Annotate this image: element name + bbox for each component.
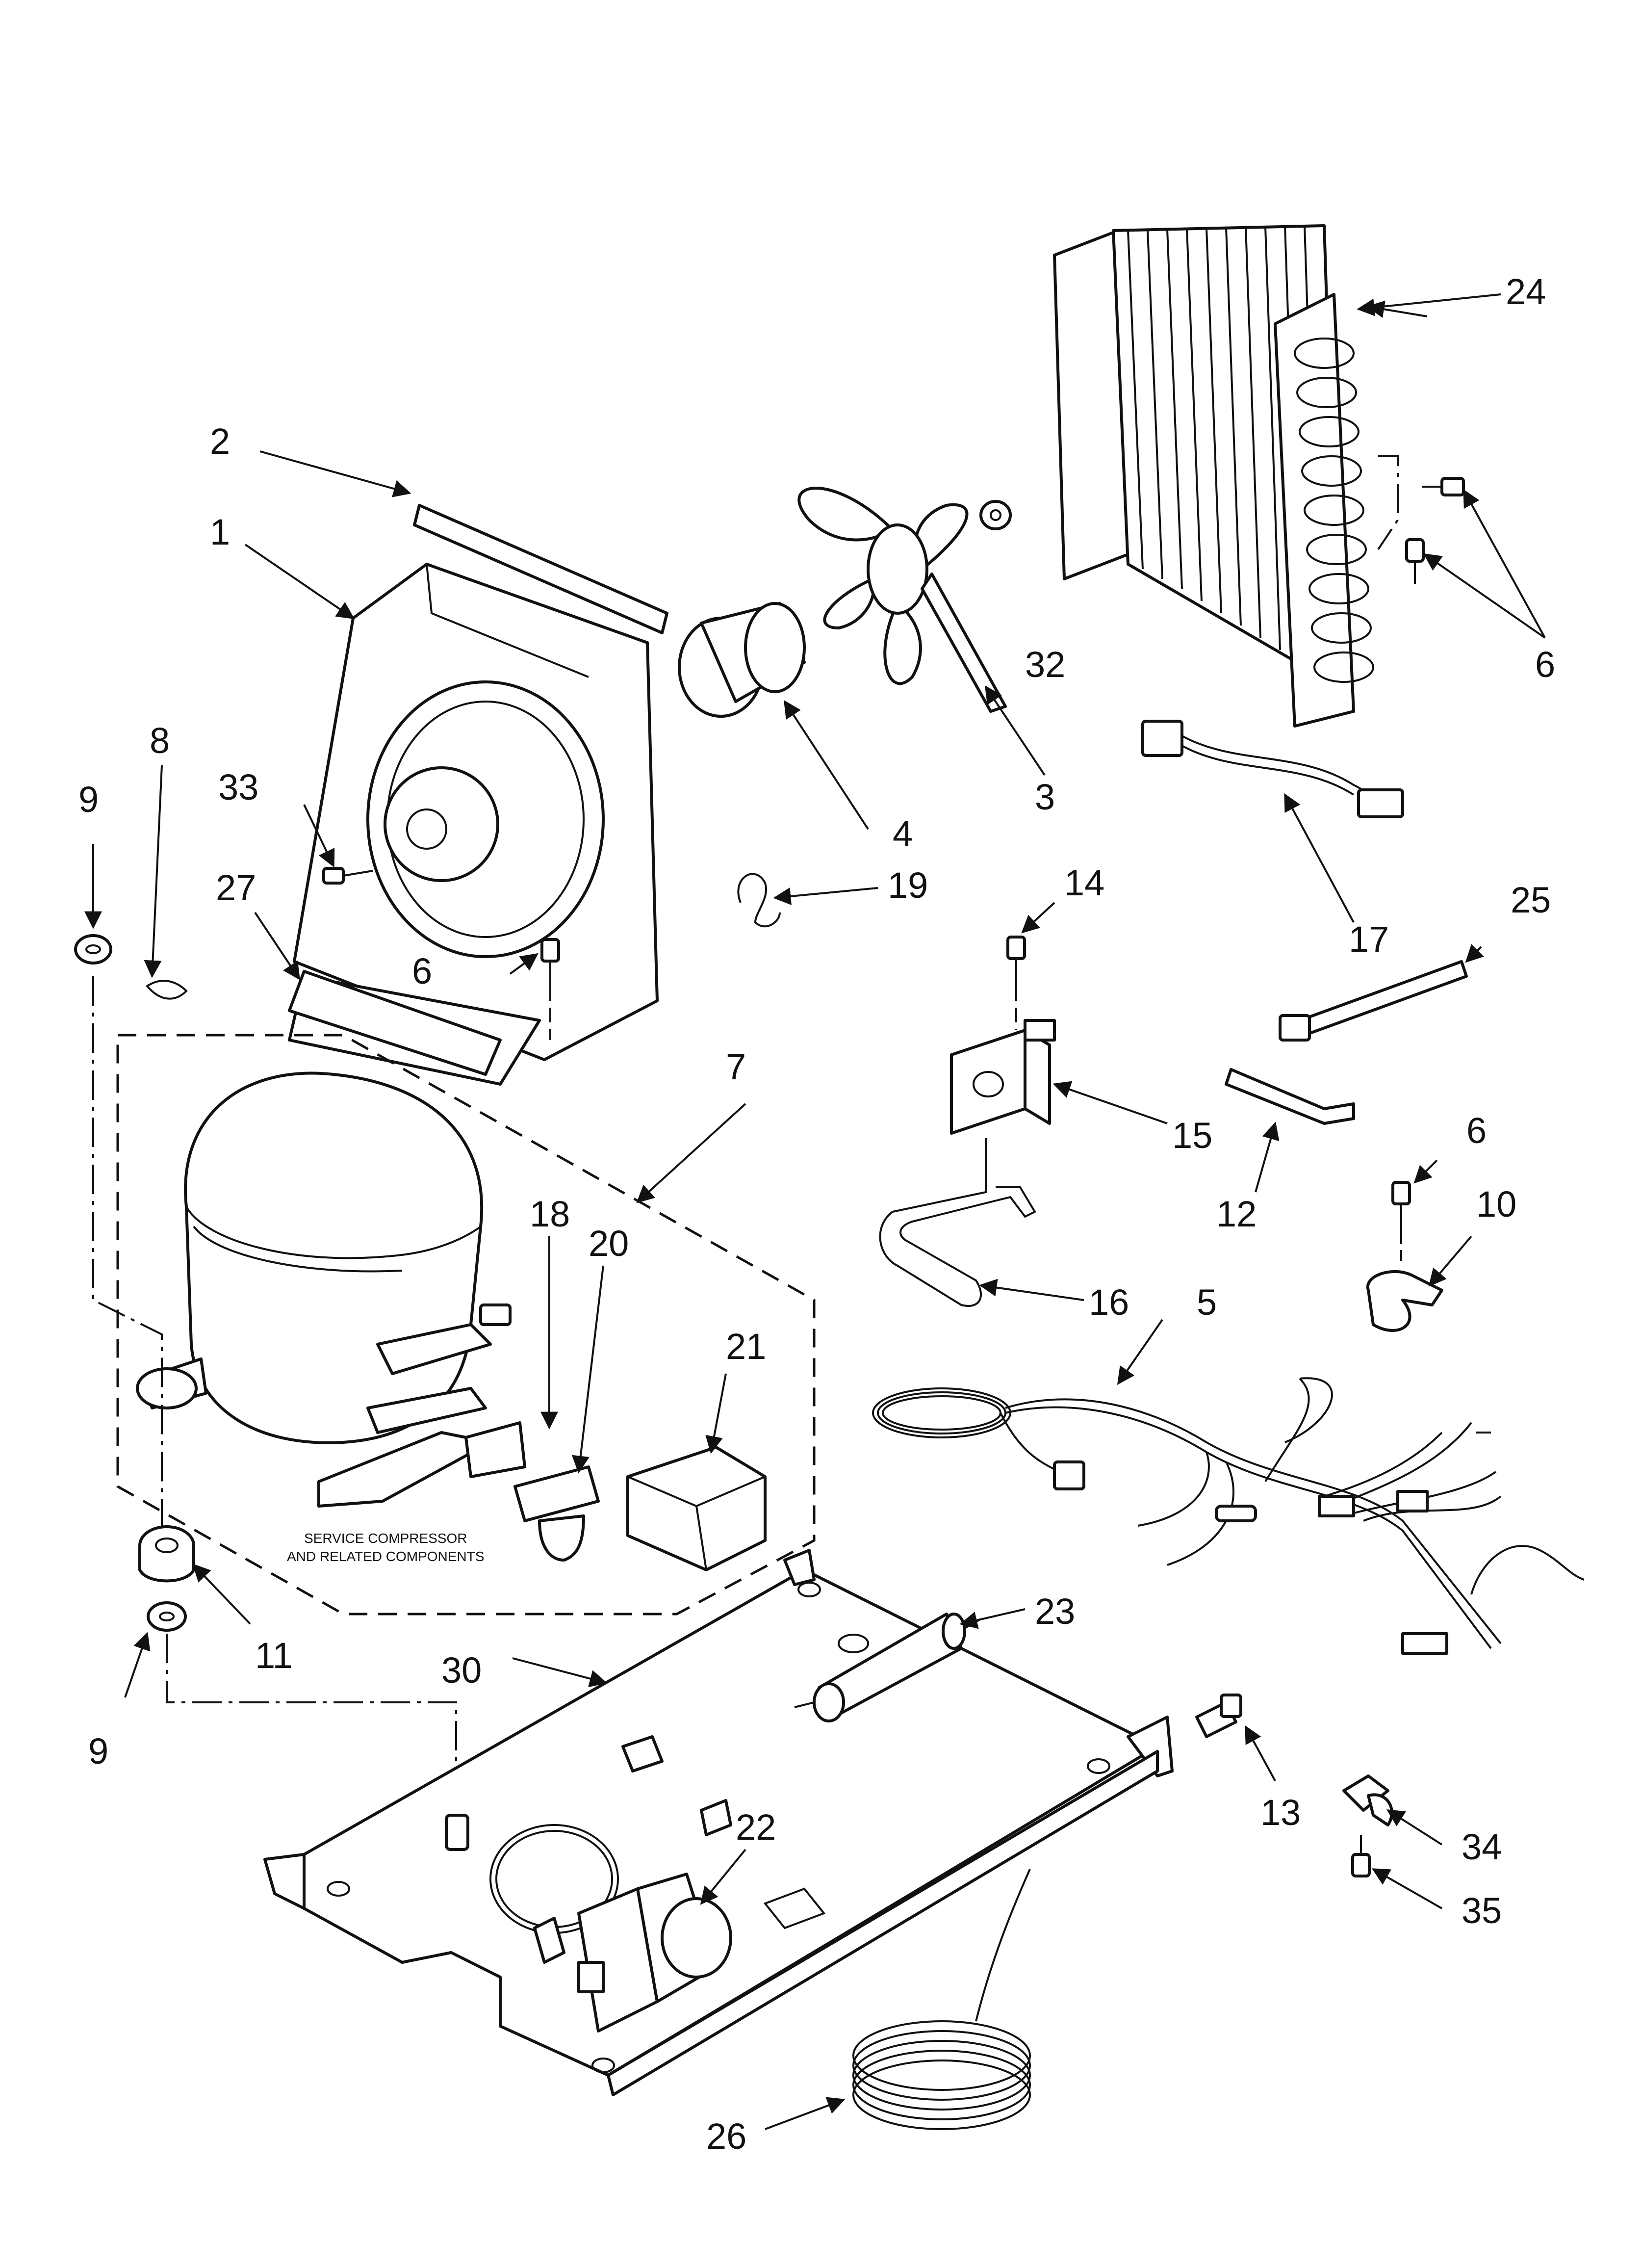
wiring-harness [872, 1377, 1585, 1655]
fan-bracket [413, 504, 668, 634]
callout-1: 1 [210, 512, 230, 552]
callout-25: 25 [1511, 880, 1551, 920]
callout-13: 13 [1260, 1792, 1301, 1833]
callout-8: 8 [150, 720, 170, 761]
cable-tie [1279, 960, 1468, 1042]
callout-9b: 9 [88, 1731, 108, 1772]
screw-icon [1351, 1835, 1371, 1877]
callout-6b: 6 [412, 951, 432, 991]
screw-icon [1195, 1694, 1242, 1738]
callout-17: 17 [1349, 919, 1389, 960]
water-valve [577, 1873, 732, 2033]
callout-3: 3 [1035, 777, 1055, 817]
baffle [288, 970, 502, 1076]
mount-icon [445, 1814, 469, 1851]
callout-11: 11 [255, 1635, 293, 1676]
bracket [879, 1138, 1036, 1307]
clamp [1366, 1270, 1443, 1332]
callout-14: 14 [1064, 862, 1104, 903]
service-boundary [116, 1034, 816, 1616]
callout-labels: 1 2 3 4 5 6 6 6 7 8 9 9 10 11 12 13 14 1… [78, 271, 1555, 2157]
filter-drier [794, 1613, 981, 1722]
callout-16: 16 [1089, 1282, 1129, 1323]
callout-32: 32 [1025, 644, 1065, 685]
callout-35: 35 [1462, 1890, 1502, 1931]
service-note: SERVICE COMPRESSOR AND RELATED COMPONENT… [287, 1531, 484, 1564]
grommet-icon [147, 1601, 187, 1632]
callout-7: 7 [726, 1046, 746, 1087]
clip-icon [1342, 1774, 1393, 1826]
callout-18: 18 [530, 1194, 570, 1234]
callout-19: 19 [888, 865, 928, 906]
screw-icon [1405, 477, 1465, 584]
screw-icon [1006, 936, 1026, 1030]
callout-2: 2 [210, 421, 230, 462]
callout-27: 27 [216, 867, 256, 908]
screw-icon [1391, 1181, 1411, 1261]
callout-6a: 6 [1535, 644, 1555, 685]
callout-12: 12 [1216, 1194, 1257, 1234]
service-note-line1: SERVICE COMPRESSOR [304, 1531, 467, 1546]
fan-shroud [288, 563, 659, 1086]
callout-9a: 9 [78, 779, 99, 820]
grommet-icon [74, 934, 112, 965]
callout-20: 20 [589, 1223, 629, 1264]
tube [1225, 1068, 1355, 1125]
callout-6c: 6 [1466, 1110, 1487, 1151]
screw-icon [322, 867, 373, 885]
callout-26: 26 [706, 2116, 746, 2157]
clip-icon [146, 980, 188, 1000]
compressor [136, 1071, 512, 1508]
condenser-coil [1053, 224, 1399, 728]
overload [513, 1465, 600, 1562]
callout-5: 5 [1197, 1282, 1217, 1323]
callout-4: 4 [893, 813, 913, 854]
relay [464, 1421, 526, 1478]
tubing-coil [852, 1869, 1031, 2130]
leader-lines [84, 293, 1546, 2130]
callout-33: 33 [218, 767, 258, 808]
callout-34: 34 [1462, 1826, 1502, 1867]
fan-blade [797, 487, 1007, 713]
clip-icon [737, 873, 781, 928]
callout-22: 22 [736, 1807, 776, 1848]
callout-15: 15 [1172, 1115, 1212, 1156]
callout-10: 10 [1476, 1184, 1516, 1225]
callout-24: 24 [1506, 271, 1546, 312]
electrical-box [626, 1446, 767, 1571]
base-pan [263, 1549, 1174, 2096]
callout-21: 21 [726, 1326, 766, 1367]
washer-icon [979, 500, 1012, 530]
screw-icon [540, 938, 560, 1040]
grommet-icon [138, 1525, 195, 1583]
wire-harness [1141, 720, 1404, 818]
callout-23: 23 [1035, 1591, 1075, 1632]
fan-motor [678, 602, 806, 718]
solenoid-valve [950, 1019, 1056, 1135]
service-note-line2: AND RELATED COMPONENTS [287, 1549, 484, 1564]
callout-30: 30 [441, 1650, 482, 1691]
